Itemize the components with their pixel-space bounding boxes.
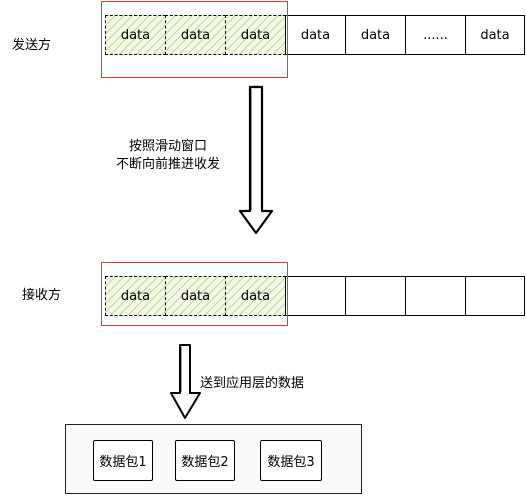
receiver-cell-5 xyxy=(345,276,406,316)
receiver-cell-7 xyxy=(465,276,525,316)
sender-cell-7: data xyxy=(465,15,525,55)
sender-cell-4: data xyxy=(285,15,346,55)
packet-2: 数据包2 xyxy=(175,440,235,481)
sender-cell-6: ...... xyxy=(405,15,466,55)
receiver-cell-4 xyxy=(285,276,346,316)
down-arrow-icon xyxy=(238,85,274,235)
transition-caption-line2: 不断向前推进收发 xyxy=(115,157,220,172)
receiver-cell-2: data xyxy=(165,276,226,316)
receiver-sliding-window xyxy=(101,262,288,326)
receiver-cell-1: data xyxy=(105,276,166,316)
packet-3: 数据包3 xyxy=(260,440,322,481)
transition-caption: 按照滑动窗口 不断向前推进收发 xyxy=(98,138,238,174)
sender-cell-1: data xyxy=(105,15,166,55)
sender-label: 发送方 xyxy=(12,38,52,53)
receiver-cell-6 xyxy=(405,276,466,316)
sender-cell-5: data xyxy=(345,15,406,55)
app-delivery-caption: 送到应用层的数据 xyxy=(200,376,305,391)
packet-1: 数据包1 xyxy=(93,440,153,481)
receiver-cell-3: data xyxy=(225,276,286,316)
sender-cell-2: data xyxy=(165,15,226,55)
sender-sliding-window xyxy=(101,1,288,78)
transition-caption-line1: 按照滑动窗口 xyxy=(128,139,207,154)
receiver-label: 接收方 xyxy=(22,288,62,303)
down-arrow-icon xyxy=(170,344,201,419)
